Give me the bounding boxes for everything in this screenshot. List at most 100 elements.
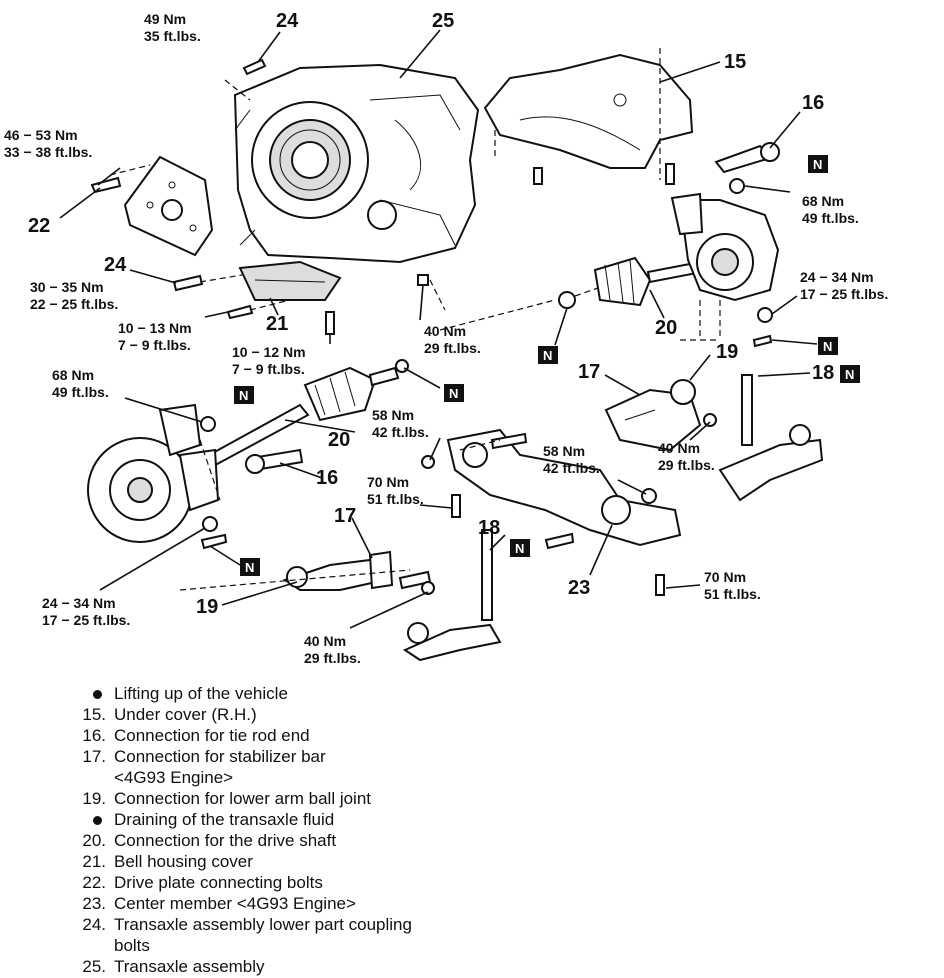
- legend-item: <4G93 Engine>: [70, 767, 590, 788]
- legend-item: Lifting up of the vehicle: [70, 683, 590, 704]
- callout-15: 15: [724, 51, 746, 73]
- callout-24-left: 24: [104, 254, 127, 276]
- legend-number: 19.: [82, 789, 106, 808]
- legend-item: bolts: [70, 935, 590, 956]
- callout-20-right: 20: [655, 317, 677, 339]
- callout-24-top: 24: [276, 10, 299, 32]
- callout-17-right: 17: [578, 361, 600, 383]
- callout-16-left: 16: [316, 467, 338, 489]
- drive-plate-bracket: [123, 155, 214, 257]
- callout-23: 23: [568, 577, 590, 599]
- stabilizer-bracket-right: [604, 379, 702, 452]
- legend-number: 21.: [82, 852, 106, 871]
- legend-item: 22. Drive plate connecting bolts: [70, 872, 590, 893]
- legend-text: Lifting up of the vehicle: [114, 684, 288, 703]
- callout-19-left: 19: [196, 596, 218, 618]
- legend-item: 24.Transaxle assembly lower part couplin…: [70, 914, 590, 935]
- legend-number: 23.: [82, 894, 106, 913]
- svg-text:N: N: [245, 560, 254, 575]
- svg-text:N: N: [823, 339, 832, 354]
- callout-21: 21: [266, 313, 288, 335]
- callout-17-left: 17: [334, 505, 356, 527]
- legend-text: Connection for tie rod end: [114, 726, 310, 745]
- legend-text: Center member <4G93 Engine>: [114, 894, 356, 913]
- n-mark: N: [234, 386, 254, 404]
- drive-shaft-left: [198, 366, 400, 472]
- callout-19-right: 19: [716, 341, 738, 363]
- callout-numbers: 24 25 15 16 22 24 21 20 19 17 18 20 16 1…: [28, 10, 834, 618]
- legend-text: <4G93 Engine>: [114, 768, 234, 787]
- n-mark: N: [818, 337, 838, 355]
- legend-item: 21. Bell housing cover: [70, 851, 590, 872]
- lower-arm-right: [718, 374, 824, 502]
- callout-18-right: 18: [812, 362, 834, 384]
- n-mark: N: [808, 155, 828, 173]
- hub-knuckle-left: [87, 403, 220, 543]
- new-part-marks: N N N N N N N N: [234, 155, 860, 576]
- legend-number: 20.: [82, 831, 106, 850]
- legend-item: 20. Connection for the drive shaft: [70, 830, 590, 851]
- legend-item: Draining of the transaxle fluid: [70, 809, 590, 830]
- legend-number: 24.: [82, 915, 106, 934]
- legend-text: Drive plate connecting bolts: [114, 873, 323, 892]
- lower-arm-bottom: [402, 529, 502, 662]
- n-mark: N: [840, 365, 860, 383]
- legend-item: 15.Under cover (R.H.): [70, 704, 590, 725]
- callout-18-left: 18: [478, 517, 500, 539]
- bullet-icon: [93, 690, 102, 700]
- legend-text: Transaxle assembly: [114, 957, 265, 976]
- legend-text: Connection for the drive shaft: [114, 831, 337, 850]
- legend-item: 16. Connection for tie rod end: [70, 725, 590, 746]
- svg-text:N: N: [239, 388, 248, 403]
- svg-text:N: N: [813, 157, 822, 172]
- svg-text:N: N: [515, 541, 524, 556]
- legend-number: [70, 809, 114, 830]
- legend-text: Connection for lower arm ball joint: [114, 789, 372, 808]
- legend-text: Bell housing cover: [114, 852, 253, 871]
- legend-number: [70, 935, 114, 956]
- svg-text:N: N: [845, 367, 854, 382]
- legend-number: 22.: [82, 873, 106, 892]
- leader-lines: [59, 29, 818, 629]
- callout-16-right: 16: [802, 92, 824, 114]
- bullet-icon: [93, 816, 102, 826]
- legend-text: Draining of the transaxle fluid: [114, 810, 335, 829]
- legend-number: [70, 767, 114, 788]
- n-mark: N: [444, 384, 464, 402]
- legend-number: 16.: [82, 726, 106, 745]
- lower-arm-left: [282, 550, 432, 591]
- n-mark: N: [240, 558, 260, 576]
- callout-22: 22: [28, 215, 50, 237]
- center-member: [446, 428, 682, 547]
- transaxle-assembly: [233, 63, 480, 264]
- bell-housing-cover: [238, 260, 342, 301]
- drive-shaft-right: [593, 192, 780, 307]
- legend-text: Connection for stabilizer bar: [114, 747, 326, 766]
- svg-text:N: N: [449, 386, 458, 401]
- callout-25: 25: [432, 10, 454, 32]
- legend-number: 25.: [82, 957, 106, 976]
- svg-text:N: N: [543, 348, 552, 363]
- legend-item: 25. Transaxle assembly: [70, 956, 590, 977]
- under-cover-rh: [483, 53, 694, 169]
- callout-20-left: 20: [328, 429, 350, 451]
- fasteners: [90, 58, 773, 596]
- legend-number: [70, 683, 114, 704]
